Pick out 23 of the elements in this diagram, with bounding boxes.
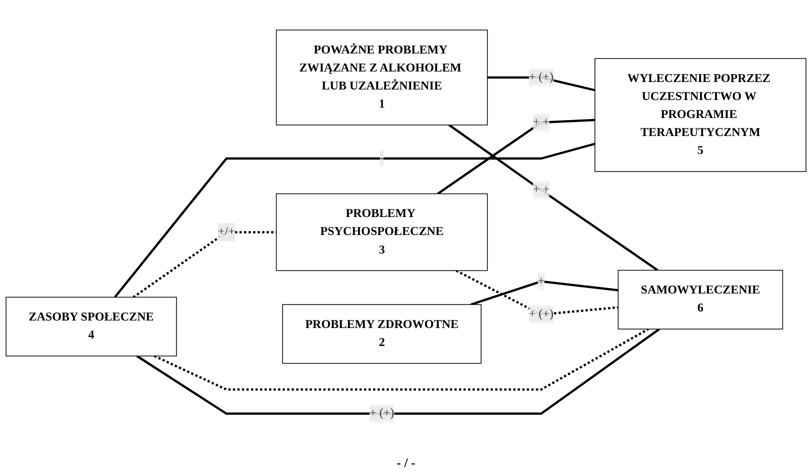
node-box: PROBLEMY ZDROWOTNE 2 (282, 304, 482, 364)
note-text: - / - (396, 455, 416, 470)
edge-label: + + (532, 183, 550, 196)
edge-label: + (+) (528, 70, 554, 84)
edge-label: +/+ (218, 226, 235, 238)
node-box: POWAŻNE PROBLEMY ZWIĄZANE Z ALKOHOLEM LUB UZALEŻNIENIE 1 (276, 30, 488, 126)
edge-label: + (+) (528, 308, 554, 321)
node-box: ZASOBY SPOŁECZNE 4 (6, 296, 177, 356)
connector (437, 119, 595, 195)
edge-label: + + (532, 116, 550, 129)
connector (114, 142, 596, 298)
node-box: WYLECZENIE POPRZEZ UCZESTNICTWO W PROGRAMIE TERAPEUTYCZNYM 5 (594, 58, 806, 172)
node-box: SAMOWYLECZENIE 6 (618, 270, 784, 330)
edge-label: + (+) (370, 407, 394, 420)
connector (456, 270, 618, 316)
connector (136, 328, 660, 415)
connector (470, 280, 618, 306)
node-box: PROBLEMY PSYCHOSPOŁECZNE 3 (276, 194, 488, 272)
connector (132, 231, 276, 298)
connector (154, 328, 649, 391)
edge-label: + (538, 274, 545, 288)
edge-label: - (380, 152, 384, 165)
connector (448, 124, 658, 272)
